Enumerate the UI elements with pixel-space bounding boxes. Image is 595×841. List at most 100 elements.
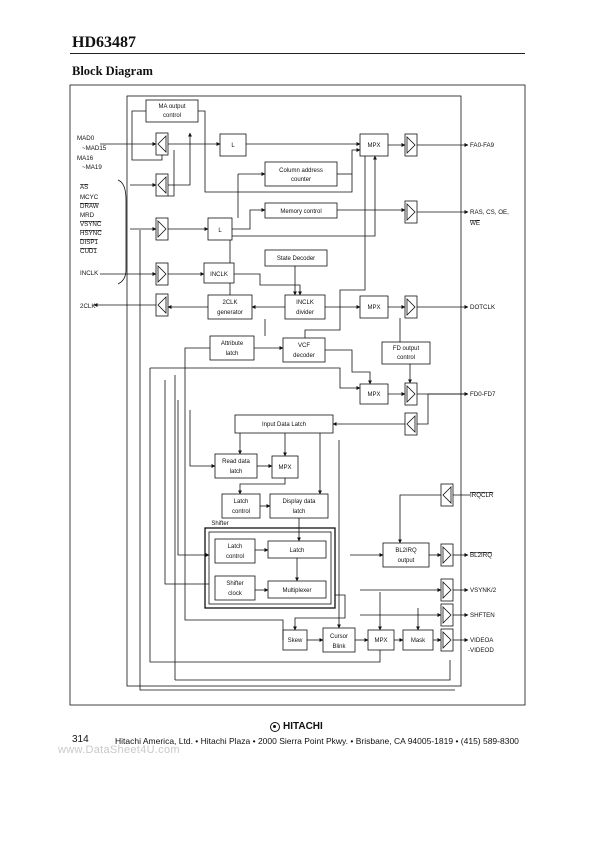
shifter-latch-control-label-2: control <box>226 554 244 560</box>
shften-buffer-icon <box>442 606 452 624</box>
skew-label: Skew <box>288 638 303 644</box>
block-shifter-clock <box>214 575 256 601</box>
signal-vsynk2: VSYNK/2 <box>470 587 497 594</box>
mpx-dotclk-label: MPX <box>367 305 380 311</box>
display-data-latch-label-2: latch <box>293 509 306 515</box>
signal-hsync: HSYNC <box>80 230 102 237</box>
block-state-decoder <box>264 249 328 267</box>
mpx-fd-label: MPX <box>367 392 380 398</box>
attribute-latch-label-2: latch <box>226 351 239 357</box>
twoclk-buffer-icon <box>157 296 167 314</box>
signal-cud1: CUD1 <box>80 248 97 255</box>
column-address-counter-label-2: counter <box>291 177 311 183</box>
block-fd-output-control <box>381 341 431 365</box>
fd-out-buffer-icon <box>406 385 416 403</box>
bl2irq-output-label-2: output <box>398 558 415 564</box>
ma-output-control-label-1: MA output <box>158 104 185 110</box>
brand-name: HITACHI <box>283 721 323 732</box>
inclk-buffer-icon <box>157 265 167 283</box>
shifter-label: Shifter <box>211 521 228 527</box>
block-shifter-outer <box>204 527 336 609</box>
ras-buffer-icon <box>406 203 416 221</box>
control-buffer-icon <box>157 220 167 238</box>
block-shifter-latch-control <box>214 538 256 564</box>
state-decoder-label: State Decoder <box>277 256 315 262</box>
video-buffer-icon <box>442 631 452 649</box>
vcf-decoder-label-2: decoder <box>293 353 315 359</box>
signal-ma16: MA16 <box>77 155 94 162</box>
two-clk-generator-label-1: 2CLK <box>222 300 237 306</box>
signal-as: AS <box>80 184 88 191</box>
latch-control-label-1: Latch <box>234 499 249 505</box>
two-clk-generator-label-2: generator <box>217 310 243 316</box>
signal-mcyc: MCYC <box>80 194 99 201</box>
memory-control-label: Memory control <box>280 209 321 215</box>
signal-videod: -VIDEOD <box>468 647 494 654</box>
chip-boundary <box>126 95 462 687</box>
mad-buffer-icon <box>157 135 167 153</box>
signal-mrd: MRD <box>80 212 95 219</box>
signal-vsync: VSYNC <box>80 221 102 228</box>
signal-fa0-fa9: FA0-FA9 <box>470 142 495 149</box>
part-number: HD63487 <box>72 34 136 51</box>
shifter-clock-label-1: Shifter <box>226 581 243 587</box>
fa-buffer-icon <box>406 136 416 154</box>
fd-output-control-label-1: FD output <box>393 346 420 352</box>
signal-ma19: ~MA19 <box>82 164 102 171</box>
dotclk-buffer-icon <box>406 298 416 316</box>
mpx-read-label: MPX <box>278 465 291 471</box>
l-top-label: L <box>231 143 235 149</box>
page-number: 314 <box>72 734 89 745</box>
signal-mad0: MAD0 <box>77 135 95 142</box>
vsynk-buffer-icon <box>442 581 452 599</box>
signal-inclk: INCLK <box>80 270 99 277</box>
mpx-video-label: MPX <box>374 638 387 644</box>
read-data-latch-label-2: latch <box>230 469 243 475</box>
block-shifter-inner <box>208 531 332 605</box>
fd-in-buffer-icon <box>406 415 416 433</box>
latch-control-label-2: control <box>232 509 250 515</box>
company-address: Hitachi America, Ltd. • Hitachi Plaza • … <box>115 736 519 746</box>
vcf-decoder-label-1: VCF <box>298 343 310 349</box>
inclk-divider-label-2: divider <box>296 310 314 316</box>
signal-videoa: VIDEOA <box>470 637 494 644</box>
signal-ras-cs-oe: RAS, CS, OE, <box>470 209 509 216</box>
shifter-latch-label: Latch <box>290 548 305 554</box>
inclk-divider-label-1: INCLK <box>296 300 314 306</box>
ma-buffer-icon <box>157 176 167 194</box>
l-mid-label: L <box>218 228 222 234</box>
shifter-clock-label-2: clock <box>228 591 243 597</box>
signal-2clk: 2CLK <box>80 303 96 310</box>
signal-disp1: DISP1 <box>80 239 98 246</box>
signal-dotclk: DOTCLK <box>470 304 496 311</box>
signal-fd0-fd7: FD0-FD7 <box>470 391 496 398</box>
signal-shften: SHFTEN <box>470 612 495 619</box>
column-address-counter-label-1: Column address <box>279 168 323 174</box>
cursor-blink-label-1: Cursor <box>330 634 348 640</box>
signal-draw: DRAW <box>80 203 99 210</box>
ma-output-control-label-2: control <box>163 113 181 119</box>
hitachi-mark-icon <box>270 721 280 732</box>
hitachi-logo: HITACHI <box>270 721 323 732</box>
signal-irqclr: IRQCLR <box>470 492 494 499</box>
cursor-blink-label-2: Blink <box>332 644 346 650</box>
fd-output-control-label-2: control <box>397 355 415 361</box>
signal-mad15: ~MAD15 <box>82 145 107 152</box>
signal-bl2irq: BL2IRQ <box>470 552 492 559</box>
input-data-latch-label: Input Data Latch <box>262 422 306 428</box>
header-rule <box>70 53 525 54</box>
signal-we: WE <box>470 220 480 227</box>
bl2irq-output-label-1: BL2IRQ <box>395 548 417 554</box>
display-data-latch-label-1: Display data <box>282 499 316 505</box>
inclk-block-label: INCLK <box>210 272 228 278</box>
section-title: Block Diagram <box>72 64 153 78</box>
watermark: www.DataSheet4U.com <box>58 744 180 756</box>
mpx-top-label: MPX <box>367 143 380 149</box>
attribute-latch-label-1: Attribute <box>221 341 244 347</box>
mask-label: Mask <box>411 638 426 644</box>
bl2irq-buffer-icon <box>442 546 452 564</box>
read-data-latch-label-1: Read data <box>222 459 250 465</box>
shifter-latch-control-label-1: Latch <box>228 544 243 550</box>
